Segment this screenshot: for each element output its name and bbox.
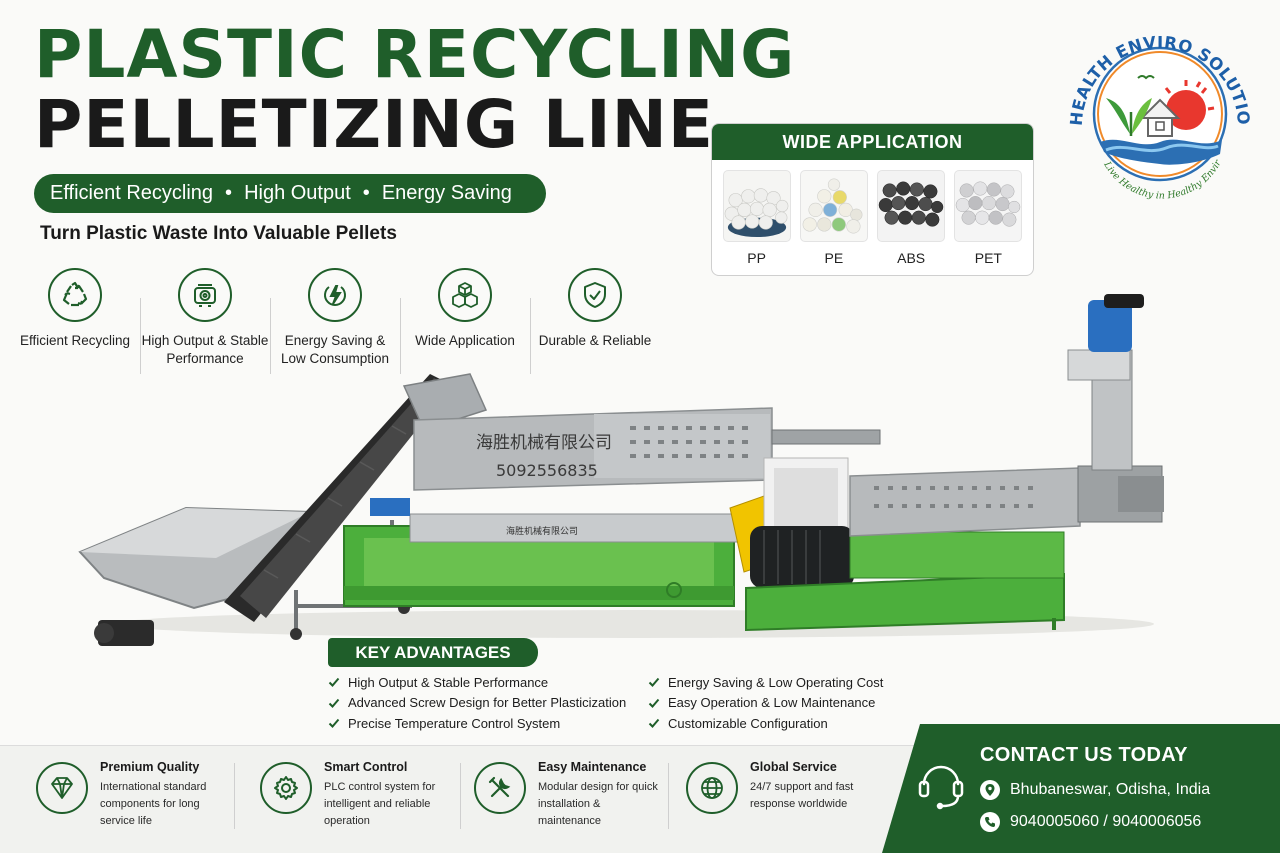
advantage-item: Customizable Configuration: [648, 713, 883, 734]
tagline-item: Efficient Recycling: [50, 182, 214, 204]
tagline-separator: •: [362, 182, 370, 204]
advantage-text: Advanced Screw Design for Better Plastic…: [348, 695, 627, 711]
contact-location: Bhubaneswar, Odisha, India: [1010, 781, 1211, 798]
headline-line2: PELLETIZING LINE: [34, 86, 714, 163]
advantage-item: Easy Operation & Low Maintenance: [648, 693, 883, 714]
feature-item: Energy Saving & Low Consumption: [270, 268, 400, 374]
feature-label: Durable & Reliable: [538, 333, 652, 348]
bottom-feature-title: Easy Maintenance: [538, 760, 647, 774]
pellet-item: PET: [954, 170, 1023, 266]
bottom-feature-item: Premium Quality International standard c…: [36, 760, 220, 830]
gear-icon: [260, 762, 312, 814]
check-icon: [328, 678, 340, 688]
advantage-text: High Output & Stable Performance: [348, 674, 549, 690]
shield-icon: [568, 268, 622, 322]
machine-plate-text: 海胜机械有限公司: [506, 525, 578, 537]
headset-icon: [918, 765, 964, 810]
pelletizing-machine-illustration: 海胜机械有限公司 5092556835 海胜机械有限公司: [78, 294, 1164, 646]
contact-phone[interactable]: 9040005060 / 9040006056: [1010, 813, 1202, 830]
recycle-icon: [48, 268, 102, 322]
machine-phone-text: 5092556835: [496, 461, 598, 480]
check-icon: [648, 698, 660, 708]
pellet-name: PP: [747, 250, 766, 266]
feature-label: Energy Saving & Low Consumption: [280, 333, 390, 366]
pellet-swatch-abs: [877, 170, 946, 242]
check-icon: [328, 698, 340, 708]
advantage-item: Energy Saving & Low Operating Cost: [648, 672, 883, 693]
advantage-text: Precise Temperature Control System: [348, 715, 561, 731]
contact-panel: CONTACT US TODAY Bhubaneswar, Odisha, In…: [882, 724, 1280, 853]
feature-item: High Output & Stable Performance: [140, 268, 270, 374]
feature-item: Efficient Recycling: [10, 268, 140, 368]
machine-brand-text: 海胜机械有限公司: [476, 433, 612, 453]
pellet-item: ABS: [877, 170, 946, 266]
feature-label: High Output & Stable Performance: [141, 333, 269, 366]
bottom-feature-desc: 24/7 support and fast response worldwide: [750, 781, 854, 810]
divider: [668, 763, 669, 829]
bottom-feature-item: Smart Control PLC control system for int…: [260, 760, 444, 830]
divider: [234, 763, 235, 829]
bottom-feature-title: Smart Control: [324, 760, 408, 774]
motor-icon: [178, 268, 232, 322]
feature-label: Efficient Recycling: [19, 333, 131, 348]
tagline-separator: •: [225, 182, 233, 204]
contact-title: CONTACT US TODAY: [980, 744, 1188, 766]
pellet-name: PET: [974, 250, 1002, 266]
feature-item: Wide Application: [400, 268, 530, 374]
pellet-item: PP: [722, 170, 791, 266]
advantage-item: High Output & Stable Performance: [328, 672, 626, 693]
tools-icon: [474, 762, 526, 814]
divider: [460, 763, 461, 829]
feature-label: Wide Application: [415, 333, 515, 348]
cubes-icon: [438, 268, 492, 322]
bottom-feature-item: Global Service 24/7 support and fast res…: [686, 760, 870, 814]
pellet-swatch-pe: [799, 170, 868, 242]
pellet-item: PE: [799, 170, 868, 266]
wide-application-title: WIDE APPLICATION: [712, 124, 1033, 160]
key-advantages-left: High Output & Stable Performance Advance…: [328, 672, 626, 734]
bottom-feature-title: Global Service: [750, 760, 837, 774]
advantage-text: Energy Saving & Low Operating Cost: [668, 674, 884, 690]
advantage-item: Advanced Screw Design for Better Plastic…: [328, 693, 626, 714]
bottom-feature-desc: Modular design for quick installation & …: [538, 781, 658, 827]
pellet-swatch-pet: [954, 170, 1023, 242]
subtitle: Turn Plastic Waste Into Valuable Pellets: [40, 223, 397, 244]
bottom-feature-desc: PLC control system for intelligent and r…: [324, 781, 436, 827]
tagline-pill: Efficient Recycling • High Output • Ener…: [34, 174, 546, 213]
company-logo: HEALTH ENVIRO SOLUTIONS PVT. LTD. Live H…: [1060, 14, 1253, 202]
advantage-item: Precise Temperature Control System: [328, 713, 626, 734]
bottom-feature-desc: International standard components for lo…: [100, 781, 207, 827]
energy-icon: [308, 268, 362, 322]
contact-location-row: Bhubaneswar, Odisha, India: [980, 780, 1210, 800]
globe-icon: [686, 762, 738, 814]
feature-row: Efficient Recycling High Output & Stable…: [10, 268, 660, 374]
contact-phone-row: 9040005060 / 9040006056: [980, 812, 1201, 832]
advantage-text: Customizable Configuration: [668, 715, 828, 731]
phone-icon: [980, 812, 1000, 832]
tagline-item: High Output: [244, 182, 351, 204]
bottom-feature-item: Easy Maintenance Modular design for quic…: [474, 760, 658, 830]
check-icon: [648, 719, 660, 729]
key-advantages-right: Energy Saving & Low Operating Cost Easy …: [648, 672, 883, 734]
advantage-text: Easy Operation & Low Maintenance: [668, 695, 876, 711]
pellet-name: ABS: [897, 250, 926, 266]
feature-item: Durable & Reliable: [530, 268, 660, 374]
diamond-icon: [36, 762, 88, 814]
pellet-name: PE: [824, 250, 844, 266]
pellet-swatch-pp: [722, 170, 791, 242]
check-icon: [648, 678, 660, 688]
wide-application-card: WIDE APPLICATION PP: [711, 123, 1034, 276]
check-icon: [328, 719, 340, 729]
headline-line1: PLASTIC RECYCLING: [34, 16, 796, 93]
location-pin-icon: [980, 780, 1000, 800]
tagline-item: Energy Saving: [381, 182, 512, 204]
bottom-feature-title: Premium Quality: [100, 760, 200, 774]
key-advantages-title: KEY ADVANTAGES: [328, 638, 538, 667]
